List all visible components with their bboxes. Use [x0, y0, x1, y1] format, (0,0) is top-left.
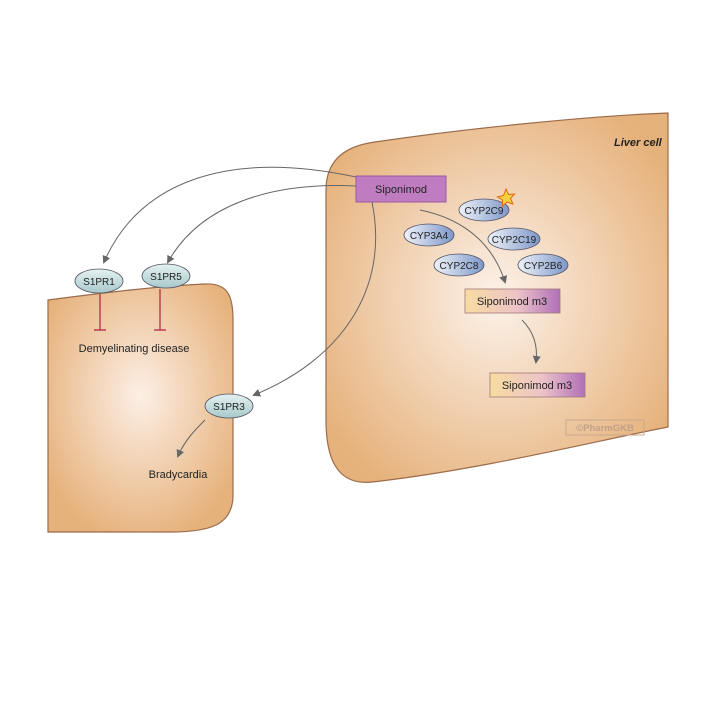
enzyme-cyp2c8: CYP2C8	[433, 253, 485, 277]
inhibit-s1pr1	[94, 294, 106, 331]
arrow-siponimod-s1pr5	[167, 185, 357, 264]
bradycardia-label: Bradycardia	[149, 469, 209, 481]
enzyme-cyp3a4: CYP3A4	[403, 223, 455, 247]
enzyme-label: CYP2C8	[440, 261, 479, 272]
receptor-s1pr3: S1PR3	[204, 393, 254, 419]
arrow-siponimod-metabolite1	[419, 209, 508, 284]
enzyme-cyp2c9: CYP2C9	[458, 198, 510, 222]
enzyme-cyp2c19: CYP2C19	[487, 227, 541, 251]
watermark: ©PharmGKB	[565, 419, 645, 436]
siponimod-label: Siponimod	[375, 184, 427, 196]
star-marker-icon	[496, 187, 516, 208]
enzyme-label: CYP2C9	[465, 206, 504, 217]
metabolite-box-2: Siponimod m3	[489, 372, 586, 398]
liver-cell-label: Liver cell	[614, 137, 663, 149]
enzyme-label: CYP2B6	[524, 261, 563, 272]
arrow-siponimod-s1pr3	[252, 201, 377, 397]
enzyme-label: CYP2C19	[492, 235, 537, 246]
arrow-siponimod-s1pr1	[102, 166, 357, 264]
watermark-label: ©PharmGKB	[576, 423, 634, 434]
inhibit-s1pr5	[154, 289, 166, 331]
enzyme-cyp2b6: CYP2B6	[517, 253, 569, 277]
enzyme-label: CYP3A4	[410, 231, 449, 242]
siponimod-box	[355, 175, 447, 203]
arrow-metabolite1-metabolite2	[521, 319, 541, 364]
arrow-s1pr3-bradycardia	[176, 419, 206, 458]
receptor-label: S1PR5	[150, 272, 182, 283]
demyelinating-disease-label: Demyelinating disease	[79, 343, 190, 355]
receptor-label: S1PR1	[83, 277, 115, 288]
metabolite-label: Siponimod m3	[477, 296, 547, 308]
receptor-label: S1PR3	[213, 402, 245, 413]
receptor-s1pr1: S1PR1	[74, 268, 124, 294]
metabolite-label: Siponimod m3	[502, 380, 572, 392]
target-cell	[47, 283, 234, 533]
receptor-s1pr5: S1PR5	[141, 263, 191, 289]
metabolite-box-1: Siponimod m3	[464, 288, 561, 314]
